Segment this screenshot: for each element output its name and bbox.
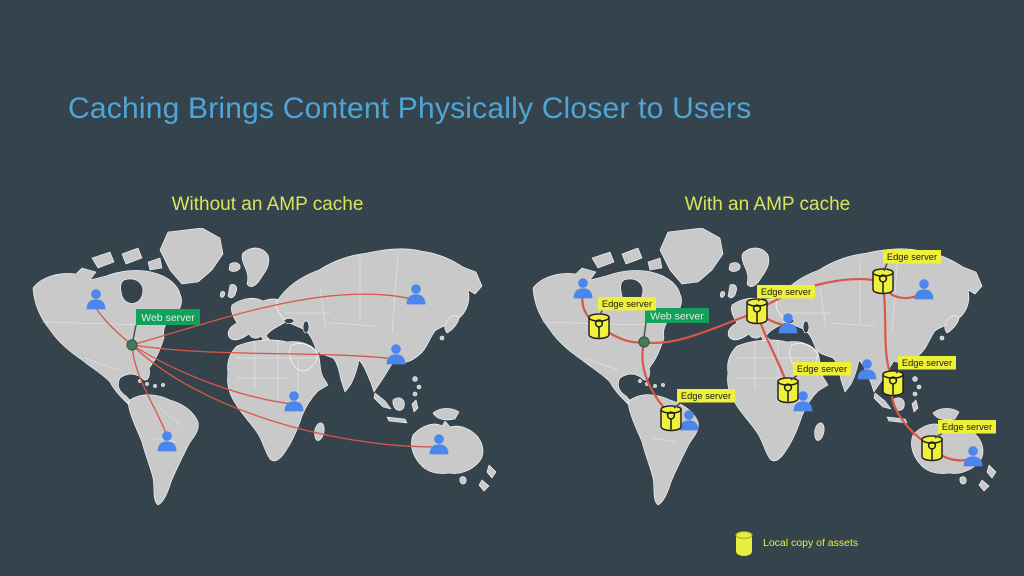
svg-text:Edge server: Edge server [602,299,652,309]
world-map-right: Web server Edge server Edge server Edge … [532,228,997,506]
svg-text:Edge server: Edge server [902,358,952,368]
svg-text:Edge server: Edge server [761,287,811,297]
web-server-label: Web server [136,309,200,325]
edge-server-icon [872,268,894,295]
label-connector [673,401,682,409]
edge-server-icon [921,435,943,462]
route-line [131,344,397,360]
web-server-dot [638,336,650,348]
right-map-subtitle: With an AMP cache [684,194,851,215]
svg-text:Web server: Web server [650,311,704,323]
route-line [131,344,293,405]
svg-text:Edge server: Edge server [681,391,731,401]
web-server-dot [126,339,138,351]
label-connector [757,297,762,302]
route-lines [95,293,433,448]
svg-text:Edge server: Edge server [797,364,847,374]
edge-server-icon [660,405,682,432]
edge-server-label: Edge server [883,250,941,264]
edge-server-label: Edge server [898,356,956,370]
edge-server-labels: Edge server Edge server Edge server Edge… [598,250,996,439]
edge-server-icon [588,313,610,340]
edge-server-label: Edge server [793,362,851,376]
label-connector [132,324,137,341]
world-map [32,228,497,506]
legend-label: Local copy of assets [763,537,859,549]
edge-server-label: Edge server [677,389,735,403]
label-connector [643,322,647,338]
map-with-amp-cache: Web server Edge server Edge server Edge … [530,228,1005,506]
label-connector [883,263,888,272]
label-connector [934,432,943,439]
world-map-left: Web server [32,228,497,506]
left-map-subtitle: Without an AMP cache [171,194,364,215]
edge-server-icon [746,298,768,325]
route-line [643,310,758,345]
svg-text:Edge server: Edge server [887,252,937,262]
route-line [131,344,168,437]
svg-text:Edge server: Edge server [942,422,992,432]
route-line [131,344,433,448]
edge-server-icon [777,377,799,404]
slide-title: Caching Brings Content Physically Closer… [68,92,752,125]
label-connector [599,310,603,316]
edge-server-label: Edge server [938,420,996,434]
map-without-amp-cache: Web server [30,228,505,506]
edge-server-label: Edge server [598,297,656,311]
edge-server-icon [882,370,904,397]
legend: Local copy of assets [735,528,858,558]
route-line [756,278,884,312]
cylinder-icon [735,530,753,556]
label-connector [790,374,798,381]
label-connector [895,368,903,374]
edge-server-label: Edge server [757,285,815,299]
route-line [131,293,417,346]
web-server-label: Web server [645,308,709,323]
svg-text:Web server: Web server [141,312,195,324]
